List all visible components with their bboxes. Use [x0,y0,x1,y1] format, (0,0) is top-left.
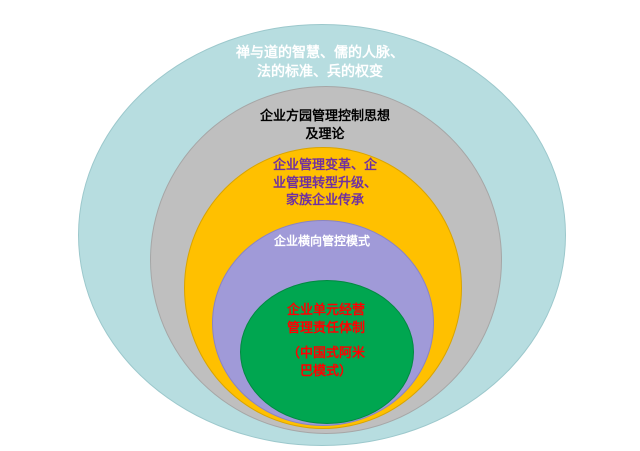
label-line: 巴模式） [299,363,352,379]
ring-outer-label: 禅与道的智慧、儒的人脉、 法的标准、兵的权变 [180,44,460,82]
label-line: 管理责任体制 [286,320,365,336]
label-line: 企业管理变革、企 [272,158,377,173]
label-line: 企业横向管控模式 [273,234,370,248]
ring-second-label: 企业方园管理控制思想 及理论 [225,108,425,143]
ring-core-label: 企业单元经营 管理责任体制 （中国式阿米 巴模式） [256,302,396,380]
label-line: 业管理转型升级、 [272,175,377,191]
label-line: 法的标准、兵的权变 [257,63,383,80]
ring-core [240,280,414,424]
label-line: 家族企业传承 [285,193,364,209]
label-line: （中国式阿米 [286,346,365,362]
ring-fourth-label: 企业横向管控模式 [252,233,392,249]
ring-third-label: 企业管理变革、企 业管理转型升级、 家族企业传承 [240,157,410,210]
label-line: 企业方园管理控制思想 [259,109,390,124]
label-line: 企业单元经营 [286,303,365,318]
label-line: 及理论 [305,126,345,142]
label-line: 禅与道的智慧、儒的人脉、 [236,45,404,61]
